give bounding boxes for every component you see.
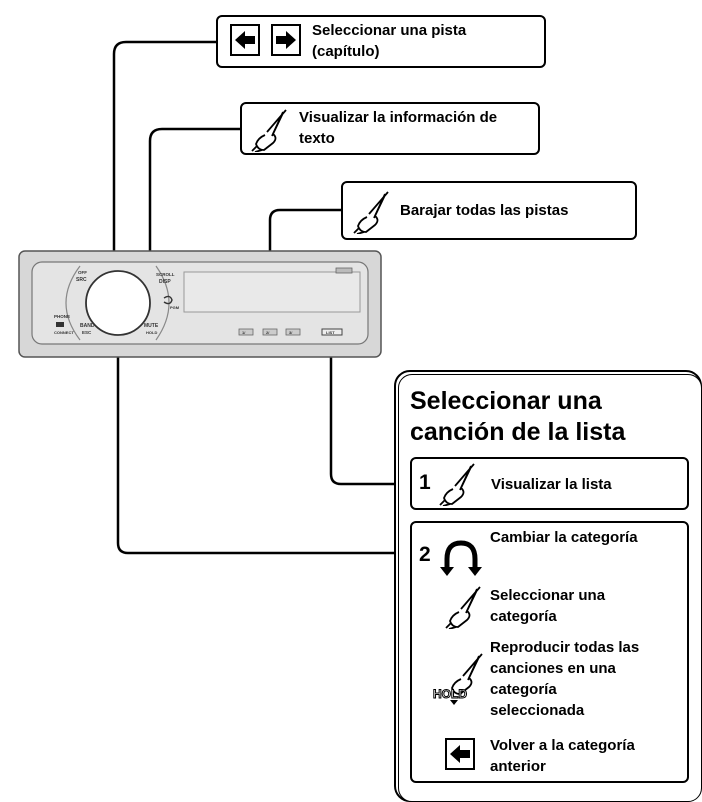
step1-text: Visualizar la lista bbox=[491, 476, 612, 493]
label-mute: MUTE bbox=[144, 323, 159, 329]
line-show-text bbox=[148, 127, 242, 262]
callout-select-track bbox=[216, 15, 546, 68]
right-arrow-icon bbox=[271, 24, 301, 56]
label-btn1: 1/ bbox=[242, 330, 246, 335]
label-connect: CONNECT bbox=[54, 330, 74, 335]
label-btn-list: LIST bbox=[326, 330, 335, 335]
hand-press-icon bbox=[451, 653, 483, 695]
svg-text:HOLD: HOLD bbox=[433, 687, 467, 701]
line-list bbox=[329, 336, 412, 486]
display-window bbox=[183, 271, 361, 313]
label-src: SRC bbox=[76, 277, 87, 283]
label-off: OFF bbox=[78, 270, 87, 275]
line-shuffle bbox=[268, 208, 343, 334]
hand-press-icon bbox=[439, 463, 475, 506]
label-btn3: 3/ bbox=[289, 330, 293, 335]
callout-show-text bbox=[240, 102, 540, 155]
label-btn2: 2/ bbox=[266, 330, 270, 335]
change-category-text: Cambiar la categoría bbox=[490, 529, 638, 546]
label-disp: DISP bbox=[159, 279, 171, 285]
label-esc: ESC bbox=[82, 330, 92, 335]
back-text: Volver a la categoría anterior bbox=[490, 737, 635, 775]
head-unit-device: OFF SRC SCROLL DISP PHONE CONNECT BAND E… bbox=[18, 250, 382, 358]
label-phone: PHONE bbox=[54, 314, 70, 319]
label-band: BAND bbox=[80, 323, 95, 329]
step1-number: 1 bbox=[419, 471, 431, 494]
callout-select-track-text: Seleccionar una pista (capítulo) bbox=[312, 22, 467, 60]
callout-show-text-text: Visualizar la información de texto bbox=[299, 109, 498, 147]
rotary-knob bbox=[85, 270, 151, 336]
panel-title: Seleccionar una canción de la lista bbox=[410, 387, 626, 446]
hand-press-icon bbox=[353, 191, 389, 234]
line-knob bbox=[116, 320, 412, 555]
hand-press-icon bbox=[251, 109, 287, 152]
label-scroll: SCROLL bbox=[156, 272, 175, 277]
select-category-text: Seleccionar una categoría bbox=[490, 587, 606, 625]
hand-press-icon bbox=[445, 586, 481, 629]
rotate-knob-icon bbox=[440, 540, 482, 576]
label-pgm: PGM bbox=[170, 305, 180, 310]
line-select-track bbox=[112, 40, 218, 292]
callout-shuffle-text: Barajar todas las pistas bbox=[400, 202, 569, 219]
step2-number: 2 bbox=[419, 543, 431, 566]
hold-badge-icon: HOLD bbox=[433, 687, 468, 705]
left-arrow-icon bbox=[230, 24, 260, 56]
callout-shuffle bbox=[341, 181, 637, 240]
play-all-text: Reproducir todas las canciones en una ca… bbox=[490, 639, 640, 719]
left-arrow-icon bbox=[445, 738, 475, 770]
label-hold: HOLD bbox=[146, 330, 157, 335]
